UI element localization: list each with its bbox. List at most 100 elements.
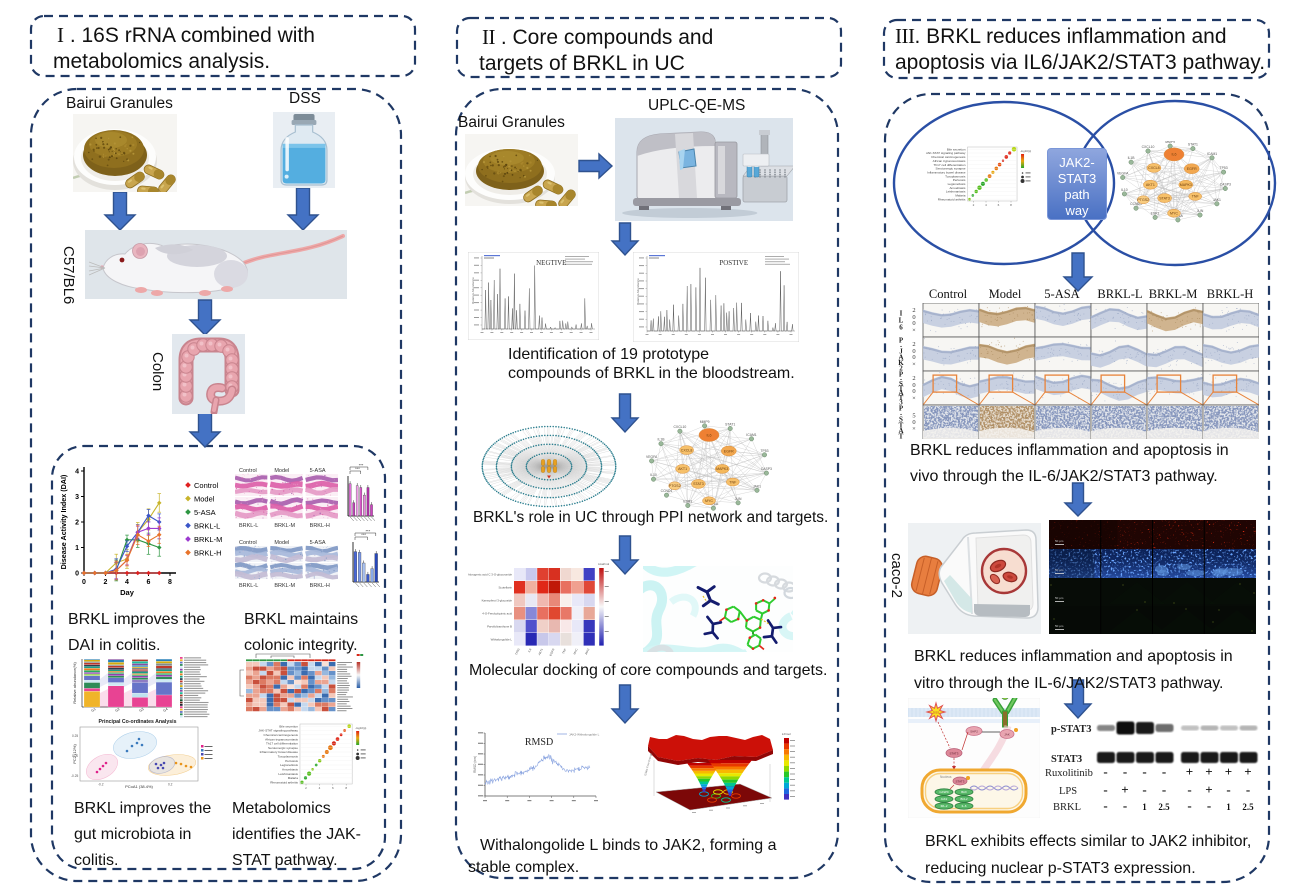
svg-text:Amoebiasis: Amoebiasis — [949, 186, 965, 190]
svg-text:Serotonergic synapse: Serotonergic synapse — [268, 746, 298, 750]
svg-text:0: 0 — [912, 314, 915, 321]
svg-text:I: I — [900, 310, 903, 318]
svg-text:Th17 cell differentiation: Th17 cell differentiation — [934, 163, 966, 167]
svg-text:-0.25: -0.25 — [71, 774, 78, 778]
svg-text:0: 0 — [912, 348, 915, 355]
svg-text:0: 0 — [912, 388, 915, 395]
svg-text:-: - — [1246, 782, 1250, 797]
svg-text:-log10(p): -log10(p) — [355, 726, 366, 730]
svg-text:TNF: TNF — [1192, 195, 1200, 199]
svg-text:IL10: IL10 — [650, 473, 657, 477]
svg-text:4: 4 — [125, 579, 129, 586]
svg-text:NEGTIVE: NEGTIVE — [536, 259, 566, 267]
svg-text:T: T — [899, 385, 904, 393]
svg-text:Legionellosis: Legionellosis — [948, 182, 966, 186]
svg-text:6: 6 — [998, 203, 1000, 207]
svg-text:STAT1: STAT1 — [725, 423, 735, 427]
svg-text:kJ/mol: kJ/mol — [782, 732, 791, 736]
svg-text:BRKL-H: BRKL-H — [310, 583, 330, 588]
svg-text:+: + — [1121, 782, 1128, 797]
svg-text:-: - — [900, 342, 903, 350]
svg-text:2: 2 — [912, 375, 915, 382]
svg-text:A: A — [898, 389, 903, 397]
svg-text:P: P — [899, 371, 904, 379]
svg-text:***: *** — [366, 530, 371, 534]
svg-text:Malaria: Malaria — [288, 776, 298, 780]
svg-text:T: T — [899, 421, 904, 429]
svg-text:-: - — [1123, 798, 1127, 813]
svg-text:Model: Model — [274, 540, 289, 546]
svg-text:Leishmaniasis: Leishmaniasis — [946, 190, 966, 194]
svg-text:BRKL-M: BRKL-M — [194, 535, 222, 544]
svg-text:0.25: 0.25 — [72, 734, 78, 738]
svg-text:+: + — [1186, 764, 1193, 779]
svg-text:+: + — [1225, 764, 1232, 779]
svg-text:×: × — [912, 426, 916, 433]
svg-text:Bile secretion: Bile secretion — [947, 147, 966, 151]
svg-text:JAK-STAT signaling pathway: JAK-STAT signaling pathway — [258, 729, 298, 733]
svg-text:+: + — [1244, 764, 1251, 779]
svg-text:Control: Control — [239, 468, 257, 474]
svg-text:-: - — [1187, 798, 1191, 813]
svg-text:ESR1: ESR1 — [1151, 211, 1160, 215]
svg-text:p-STAT3: p-STAT3 — [1051, 724, 1091, 735]
svg-text:Th17 cell differentiation: Th17 cell differentiation — [266, 742, 298, 746]
svg-text:STAT3: STAT3 — [1159, 196, 1170, 200]
svg-text:Principal Co-ordinates Analysi: Principal Co-ordinates Analysis — [99, 719, 177, 725]
svg-text:TP53: TP53 — [1220, 166, 1228, 170]
svg-text:A: A — [898, 353, 903, 361]
svg-text:CASP3: CASP3 — [761, 467, 772, 471]
svg-text:IL6: IL6 — [1172, 153, 1177, 157]
svg-text:5-ASA: 5-ASA — [194, 508, 216, 517]
svg-text:×: × — [912, 327, 916, 334]
svg-text:LPS: LPS — [1059, 786, 1077, 797]
svg-text:Kaempferol 3-glucoside: Kaempferol 3-glucoside — [482, 599, 513, 603]
svg-text:MAPK3: MAPK3 — [716, 467, 728, 471]
svg-text:8: 8 — [168, 579, 172, 586]
svg-text:0: 0 — [912, 419, 915, 426]
svg-text:SHP2: SHP2 — [970, 730, 978, 734]
svg-text:TP53: TP53 — [760, 449, 768, 453]
svg-text:***: *** — [359, 464, 364, 468]
svg-text:JAK2: JAK2 — [941, 797, 948, 801]
svg-text:AKT1: AKT1 — [1146, 183, 1155, 187]
svg-text:-: - — [1142, 782, 1146, 797]
svg-text:RMSD (nm): RMSD (nm) — [473, 756, 477, 773]
svg-text:+: + — [1205, 782, 1212, 797]
svg-text:STAT3: STAT3 — [956, 780, 965, 784]
svg-text:2.5: 2.5 — [1158, 802, 1170, 812]
svg-text:Isochlorogenic acid C 3-O-gluc: Isochlorogenic acid C 3-O-glucuronide — [468, 573, 512, 577]
svg-text:Malaria: Malaria — [955, 194, 965, 198]
svg-text:-: - — [1103, 764, 1107, 779]
svg-text:JAK-STAT signaling pathway: JAK-STAT signaling pathway — [926, 151, 966, 155]
svg-text:kcal/mol: kcal/mol — [598, 562, 609, 566]
svg-text:ICAM1: ICAM1 — [746, 433, 756, 437]
svg-text:IL10: IL10 — [1121, 188, 1128, 192]
svg-text:0: 0 — [75, 571, 79, 578]
svg-text:BCL2: BCL2 — [961, 797, 968, 801]
svg-text:Bile secretion: Bile secretion — [279, 724, 298, 728]
svg-text:-0.2: -0.2 — [98, 783, 104, 787]
svg-text:IL1B: IL1B — [1128, 156, 1136, 160]
svg-text:Chemical carcinogenesis: Chemical carcinogenesis — [264, 733, 299, 737]
svg-text:BRKL: BRKL — [1053, 802, 1081, 813]
svg-text:T: T — [899, 394, 904, 402]
svg-text:Inflammatory bowel disease: Inflammatory bowel disease — [260, 750, 299, 754]
svg-text:5: 5 — [912, 413, 915, 420]
svg-text:-: - — [1103, 782, 1107, 797]
svg-text:A: A — [898, 427, 903, 435]
svg-text:4-O-Feruloylquinic acid: 4-O-Feruloylquinic acid — [482, 612, 512, 616]
svg-text:ICAM1: ICAM1 — [1207, 152, 1217, 156]
svg-text:POSTIVE: POSTIVE — [719, 259, 748, 267]
svg-text:JAK2-Withalongolide L: JAK2-Withalongolide L — [569, 733, 600, 737]
svg-text:PC2 (12%): PC2 (12%) — [72, 744, 77, 764]
svg-text:Inflammatory bowel disease: Inflammatory bowel disease — [927, 171, 966, 175]
svg-text:2: 2 — [973, 203, 975, 207]
svg-text:CXCL10: CXCL10 — [673, 425, 686, 429]
svg-text:Model: Model — [274, 468, 289, 474]
svg-text:T: T — [899, 433, 904, 440]
svg-text:CXCL10: CXCL10 — [1142, 145, 1155, 149]
svg-text:Ruxolitinib: Ruxolitinib — [1045, 768, 1093, 779]
svg-text:Disease Activity Index (DAI): Disease Activity Index (DAI) — [59, 474, 68, 569]
svg-text:STAT3: STAT3 — [1051, 754, 1082, 765]
